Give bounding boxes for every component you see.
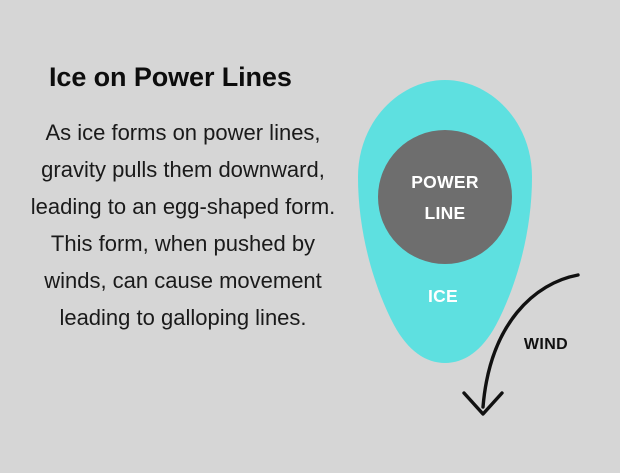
page-title: Ice on Power Lines [49,62,292,92]
ice-diagram: POWER LINE ICE WIND [330,55,610,435]
ice-label: ICE [428,286,458,306]
power-line-label-line1: POWER [411,172,479,192]
body-paragraph: As ice forms on power lines, gravity pul… [30,120,336,330]
power-line-circle [378,130,512,264]
power-line-label-line2: LINE [424,203,465,223]
text-panel: Ice on Power Lines As ice forms on power… [22,60,344,336]
wind-label: WIND [524,336,568,353]
wind-arrowhead-icon [462,391,504,416]
wind-arrow-curve [481,273,580,409]
